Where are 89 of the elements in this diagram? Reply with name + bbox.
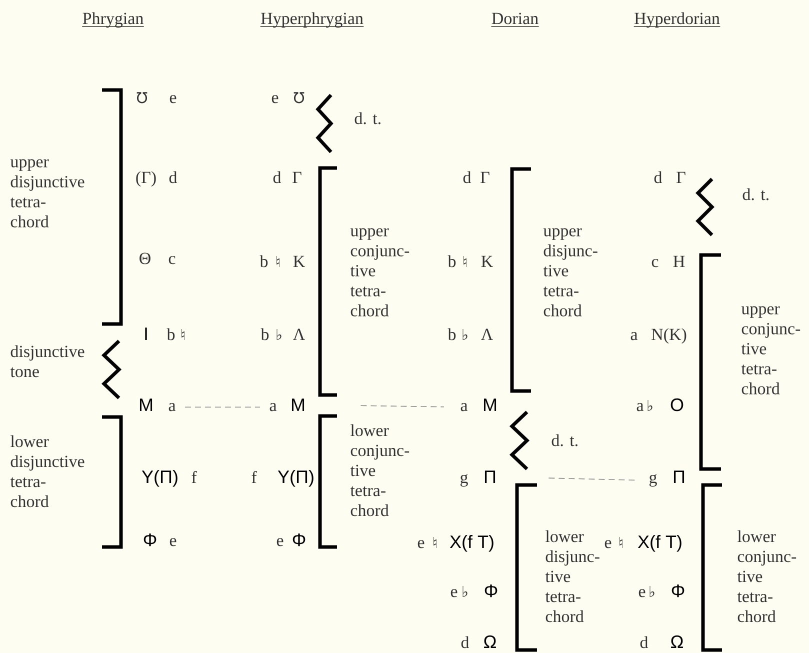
tetrachord-label: disjunctive tone: [10, 345, 84, 378]
tone-label: d. t.: [552, 434, 578, 446]
note-letter: c: [168, 256, 176, 264]
note-sign: M: [140, 398, 152, 411]
note-letter: (Γ): [136, 171, 156, 187]
tone-label: d. t.: [742, 188, 768, 200]
note-letter: b: [448, 328, 456, 340]
note-letter: K: [293, 256, 305, 267]
tetrachord-label: lower disjunc- tive tetra- chord: [545, 530, 600, 622]
tetrachord-label: lower disjunctive tetra- chord: [10, 435, 84, 508]
note-letter: a: [270, 403, 277, 412]
note-sign: Π: [484, 470, 496, 483]
column-heading: Phrygian: [82, 12, 144, 28]
note-letter: e: [170, 94, 176, 104]
note-sign: Υ(Π): [278, 470, 314, 487]
note-letter: b: [260, 255, 268, 268]
accidental-sign: ♭: [276, 329, 282, 340]
accidental-sign: ♮: [182, 329, 184, 340]
note-sign: I: [145, 328, 147, 340]
accidental-sign: ♭: [462, 586, 468, 598]
note-sign: M: [484, 398, 496, 411]
note-sign: O: [670, 398, 684, 412]
column-heading: Dorian: [490, 12, 540, 27]
note-letter: d: [640, 636, 648, 648]
note-letter: e: [276, 538, 284, 546]
note-letter: Θ: [140, 252, 150, 264]
note-letter: Γ: [676, 172, 686, 183]
note-letter: e: [638, 588, 646, 598]
note-letter: d: [273, 171, 282, 184]
note-letter: f: [192, 471, 197, 483]
note-letter: a: [460, 403, 468, 412]
note-letter: K: [481, 256, 493, 267]
accidental-sign: ♮: [276, 256, 280, 267]
note-letter: Γ: [292, 172, 302, 183]
note-letter: f: [252, 471, 257, 483]
accidental-sign: ♭: [650, 586, 654, 598]
tetrachord-label: lower conjunc- tive tetra- chord: [350, 424, 410, 516]
tetrachord-label: upper conjunc- tive tetra- chord: [350, 228, 410, 316]
tone-label: d. t.: [354, 112, 380, 124]
note-sign: Φ: [672, 584, 684, 598]
note-letter: d: [654, 171, 662, 184]
note-letter: d: [463, 171, 472, 184]
accidental-sign: ♮: [620, 537, 622, 548]
note-sign: Ω: [671, 635, 683, 648]
note-sign: Φ: [144, 534, 156, 546]
note-letter: d: [461, 636, 470, 648]
accidental-sign: ℧: [294, 92, 304, 104]
note-letter: e: [604, 540, 612, 548]
dashed-line: [548, 478, 637, 481]
dashed-line: [184, 406, 260, 408]
accidental-sign: ℧: [136, 92, 148, 104]
note-sign: X(f T): [450, 534, 494, 552]
dashed-line: [360, 405, 444, 408]
column-heading: Hyperphrygian: [260, 12, 364, 28]
accidental-sign: ♮: [434, 537, 436, 548]
note-sign: Φ: [292, 534, 306, 546]
note-letter: e: [450, 588, 458, 598]
note-letter: N(K): [652, 328, 686, 344]
note-letter: e: [272, 94, 278, 104]
note-letter: b: [448, 255, 456, 268]
note-letter: a: [636, 403, 644, 412]
note-letter: Λ: [293, 328, 305, 340]
note-sign: Ω: [484, 635, 496, 648]
tetrachord-label: upper disjunctive tetra- chord: [10, 159, 84, 228]
note-letter: e: [418, 540, 424, 548]
column-heading: Hyperdorian: [633, 12, 721, 28]
note-sign: Υ(Π): [142, 470, 178, 487]
tetrachord-label: upper disjunc- tive tetra- chord: [543, 228, 598, 316]
note-letter: H: [673, 256, 685, 267]
note-letter: g: [650, 474, 657, 487]
note-sign: X(f T): [638, 534, 682, 552]
note-letter: c: [652, 258, 658, 268]
note-sign: Π: [674, 470, 684, 483]
note-sign: M: [292, 398, 304, 411]
note-letter: Γ: [480, 172, 490, 183]
note-letter: a: [168, 403, 176, 412]
note-letter: a: [630, 332, 638, 340]
note-sign: Φ: [484, 584, 498, 598]
tetrachord-label: lower conjunc- tive tetra- chord: [737, 530, 796, 622]
note-letter: e: [170, 538, 176, 546]
accidental-sign: ♭: [462, 329, 468, 340]
note-letter: b: [166, 328, 175, 340]
note-letter: d: [169, 171, 178, 184]
tetrachord-label: upper conjunc- tive tetra- chord: [741, 306, 800, 394]
note-letter: Λ: [481, 328, 493, 340]
note-letter: b: [260, 328, 269, 340]
accidental-sign: ♭: [648, 400, 652, 412]
note-letter: g: [460, 474, 468, 487]
accidental-sign: ♮: [464, 256, 466, 267]
